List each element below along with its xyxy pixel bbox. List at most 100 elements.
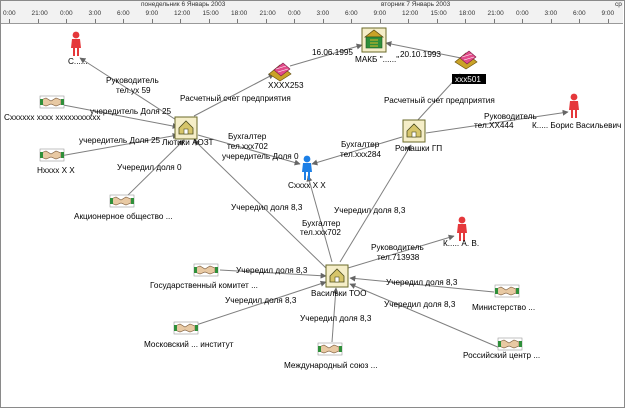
edge-label: Учередил доля 8,3 bbox=[231, 203, 303, 212]
node-label: Международный союз ... bbox=[284, 361, 378, 370]
handshake-icon[interactable] bbox=[494, 284, 520, 298]
node-label: К..... А. В. bbox=[443, 239, 479, 248]
timeline-tick-label: 0:00 bbox=[288, 10, 301, 17]
company-house-icon[interactable] bbox=[402, 119, 426, 143]
person-icon[interactable] bbox=[457, 216, 467, 241]
person-icon[interactable] bbox=[569, 93, 579, 118]
timeline-tick-label: 3:00 bbox=[88, 10, 102, 17]
timeline-tick-mark bbox=[208, 19, 210, 23]
timeline-tick-label: 6:00 bbox=[573, 10, 586, 17]
node-label: Лютики АОЗТ bbox=[162, 138, 214, 147]
edge-line[interactable] bbox=[349, 275, 495, 293]
account-coins-icon[interactable] bbox=[268, 62, 292, 82]
node-label: Московский ... институт bbox=[144, 340, 234, 349]
edge-line[interactable] bbox=[59, 132, 179, 157]
edge-label: Бухгалтер bbox=[341, 140, 380, 149]
edge-line[interactable] bbox=[193, 73, 275, 117]
timeline-tick-label: 21:00 bbox=[259, 10, 276, 17]
timeline-tick-mark bbox=[550, 19, 552, 23]
edge-label: Бухгалтер bbox=[302, 219, 341, 228]
edge-label: Расчетный счет предприятия bbox=[180, 94, 291, 103]
handshake-icon[interactable] bbox=[497, 337, 523, 351]
handshake-icon[interactable] bbox=[193, 263, 219, 277]
company-house-icon[interactable] bbox=[325, 264, 349, 288]
timeline-tick-label: 6:00 bbox=[117, 10, 130, 17]
edge-line[interactable] bbox=[331, 287, 339, 343]
timeline-tick-label: 3:00 bbox=[316, 10, 330, 17]
timeline-day-label: понедельник 6 Январь 2003 bbox=[141, 1, 226, 8]
timeline-tick-mark bbox=[94, 19, 96, 23]
edge-line[interactable] bbox=[193, 139, 327, 269]
node-label: XXXX253 bbox=[268, 81, 304, 90]
node-label: Акционерное общество ... bbox=[74, 212, 173, 221]
timeline-tick-label: 15:00 bbox=[430, 10, 447, 17]
node-label: С...... bbox=[68, 57, 88, 66]
edge-line[interactable] bbox=[306, 175, 333, 263]
edge-line[interactable] bbox=[289, 43, 363, 67]
edge-label: Руководитель bbox=[106, 76, 159, 85]
edge-line[interactable] bbox=[339, 144, 412, 263]
node-label: МАКБ "......" bbox=[355, 55, 399, 64]
edge-line[interactable] bbox=[349, 283, 501, 349]
edge-line[interactable] bbox=[311, 136, 403, 166]
edge-line[interactable] bbox=[125, 139, 185, 198]
edge-label: тел.ххх284 bbox=[340, 150, 381, 159]
timeline-tick-label: 18:00 bbox=[459, 10, 476, 17]
handshake-icon[interactable] bbox=[39, 148, 65, 162]
timeline-tick-mark bbox=[9, 19, 10, 23]
timeline-tick-label: 9:00 bbox=[601, 10, 615, 17]
timeline-day-label: вторник 7 Январь 2003 bbox=[381, 1, 451, 8]
handshake-icon[interactable] bbox=[39, 95, 65, 109]
person-icon[interactable] bbox=[302, 155, 312, 180]
timeline-tick-mark bbox=[237, 19, 238, 23]
edge-label: тел.ХХ444 bbox=[474, 121, 514, 130]
timeline-tick-mark bbox=[379, 19, 381, 23]
edge-label: Учередил доля 8,3 bbox=[236, 266, 308, 275]
timeline-tick-mark bbox=[322, 19, 324, 23]
timeline-tick-label: 6:00 bbox=[345, 10, 358, 17]
timeline-tick-label: 12:00 bbox=[402, 10, 419, 17]
handshake-icon[interactable] bbox=[173, 321, 199, 335]
timeline-tick-mark bbox=[436, 19, 438, 23]
edge-line[interactable] bbox=[425, 109, 569, 134]
edge-line[interactable] bbox=[79, 57, 185, 126]
timeline-tick-mark bbox=[294, 19, 295, 23]
timeline-tick-label: 15:00 bbox=[202, 10, 219, 17]
timeline-tick-label: 3:00 bbox=[544, 10, 558, 17]
edge-label: тел.713938 bbox=[377, 253, 420, 262]
timeline-tick-mark bbox=[465, 19, 466, 23]
timeline-tick-mark bbox=[265, 19, 267, 23]
edge-line[interactable] bbox=[347, 234, 455, 269]
edge-line[interactable] bbox=[197, 134, 301, 166]
node-label: xxx501 bbox=[455, 75, 481, 84]
timeline-tick-label: 0:00 bbox=[60, 10, 73, 17]
node-label: Сxxxx X X bbox=[288, 181, 326, 190]
timeline-tick-label: 9:00 bbox=[373, 10, 387, 17]
account-coins-icon[interactable] bbox=[454, 50, 478, 70]
timeline-tick-mark bbox=[123, 19, 124, 23]
node-label: Схxxxxx xxxx xxxxxxxxxxx bbox=[4, 113, 100, 122]
timeline-tick-label: 9:00 bbox=[145, 10, 159, 17]
edge-label: 20.10.1993 bbox=[400, 50, 441, 59]
timeline-tick-label: 12:00 bbox=[174, 10, 191, 17]
timeline-tick-mark bbox=[151, 19, 153, 23]
timeline-tick-mark bbox=[66, 19, 67, 23]
bank-icon[interactable] bbox=[361, 27, 387, 53]
edge-line[interactable] bbox=[385, 41, 462, 59]
person-icon[interactable] bbox=[71, 31, 81, 56]
edge-label: 16.06.1995 bbox=[312, 48, 353, 57]
timeline-tick-mark bbox=[351, 19, 352, 23]
timeline-tick-mark bbox=[522, 19, 523, 23]
timeline-tick-mark bbox=[493, 19, 495, 23]
edge-label: Учередил доля 8,3 bbox=[300, 314, 372, 323]
company-house-icon[interactable] bbox=[174, 116, 198, 140]
handshake-icon[interactable] bbox=[317, 342, 343, 356]
edge-line[interactable] bbox=[195, 280, 327, 326]
timeline-tick-label: 21:00 bbox=[487, 10, 504, 17]
timeline-bar[interactable]: понедельник 6 Январь 2003 вторник 7 Янва… bbox=[1, 1, 623, 24]
handshake-icon[interactable] bbox=[109, 194, 135, 208]
edge-line[interactable] bbox=[219, 269, 327, 279]
edge-label: Учередил доля 8,3 bbox=[225, 296, 297, 305]
selected-node-highlight bbox=[452, 74, 486, 84]
edge-line[interactable] bbox=[57, 103, 179, 129]
